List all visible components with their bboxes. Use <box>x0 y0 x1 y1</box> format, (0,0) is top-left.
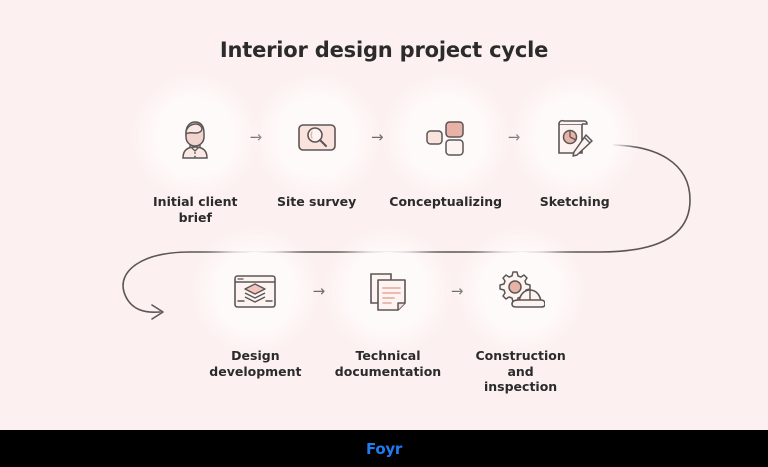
step-construction-and-inspection[interactable]: Construction and inspection <box>473 252 568 395</box>
step-label: Technical documentation <box>334 348 442 379</box>
flow-row-top: Initial client brief → Site survey → <box>150 98 620 225</box>
step-design-development[interactable]: Design development <box>208 252 303 379</box>
step-icon-circle <box>277 98 356 176</box>
gear-helmet-icon <box>498 271 545 308</box>
person-icon <box>182 121 209 159</box>
arrow-right-icon: → <box>249 127 263 146</box>
page-title: Interior design project cycle <box>219 38 549 62</box>
foyr-logo[interactable]: Foyr <box>366 439 402 458</box>
step-label: Design development <box>209 348 302 379</box>
footer-bar: Foyr <box>0 430 768 467</box>
step-technical-documentation[interactable]: Technical documentation <box>335 252 441 379</box>
step-label: Site survey <box>276 194 357 209</box>
flow-arrow-1: → <box>241 98 272 176</box>
arrow-right-icon: → <box>450 281 464 300</box>
step-icon-circle <box>216 252 295 330</box>
arrow-right-icon: → <box>507 127 521 146</box>
magnifier-screen-icon <box>297 124 336 151</box>
flow-arrow-5: → <box>441 252 473 330</box>
sketchpad-pencil-icon <box>557 119 593 157</box>
documents-icon <box>370 273 406 311</box>
flow-arrow-2: → <box>362 98 393 176</box>
step-label: Initial client brief <box>153 194 238 225</box>
flow-arrow-4: → <box>303 252 335 330</box>
layers-window-icon <box>234 275 277 308</box>
step-initial-client-brief[interactable]: Initial client brief <box>150 98 241 225</box>
flow-arrow-3: → <box>499 98 530 176</box>
step-conceptualizing[interactable]: Conceptualizing <box>389 98 502 210</box>
arrow-right-icon: → <box>312 281 326 300</box>
step-label: Conceptualizing <box>389 194 503 209</box>
step-label: Sketching <box>539 194 610 209</box>
step-label: Construction and inspection <box>475 348 566 395</box>
step-icon-circle <box>481 252 560 330</box>
step-icon-circle <box>406 98 485 176</box>
blocks-icon <box>425 121 464 156</box>
step-site-survey[interactable]: Site survey <box>271 98 362 210</box>
arrow-right-icon: → <box>371 127 384 146</box>
flow-row-bottom: Design development → Technical documenta… <box>208 252 568 395</box>
step-icon-circle <box>535 98 614 176</box>
step-icon-circle <box>349 252 427 330</box>
infographic-canvas: Interior design project cycle Initial cl… <box>0 0 768 430</box>
step-sketching[interactable]: Sketching <box>529 98 620 210</box>
step-icon-circle <box>156 98 235 176</box>
